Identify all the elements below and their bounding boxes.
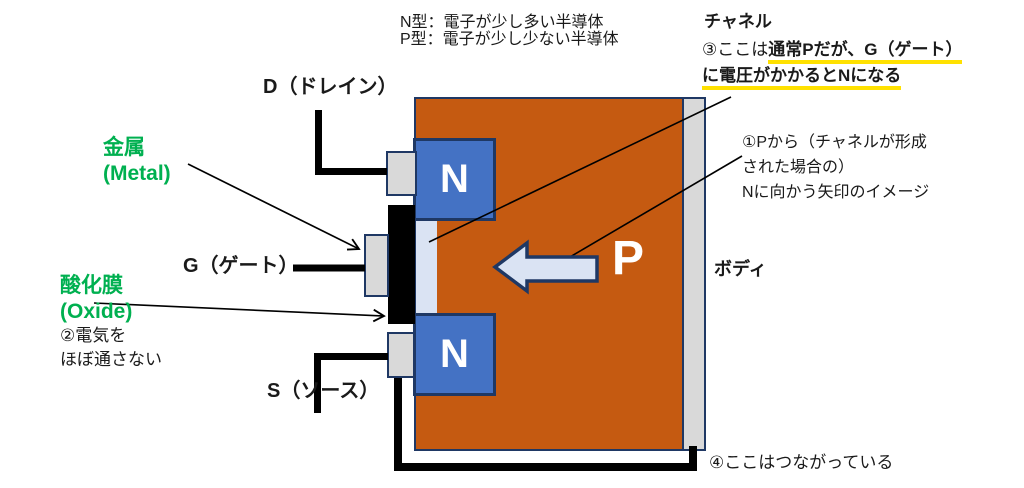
gate-terminal-label: G（ゲート） [183,255,299,277]
n-region-top: N [413,138,496,221]
body-electrode-strip [682,97,706,451]
legend-n-type: N型：電子が少し多い半導体 [400,14,604,31]
source-terminal-label: S（ソース） [267,380,380,402]
arrow-note-line3: Nに向かう矢印のイメージ [742,184,930,201]
metal-leader-arrow [187,163,361,251]
channel-note-prefix: ③ここは [702,40,769,59]
legend-p-type: P型：電子が少し少ない半導体 [400,31,619,48]
metal-label-en: (Metal) [103,162,171,185]
drain-wire [315,110,387,175]
p-region-label: P [612,232,645,285]
oxide-label-jp: 酸化膜 [60,274,123,297]
oxide-note-line2: ほぼ通さない [60,350,162,369]
channel-note-title: チャネル [704,12,772,31]
channel-note-line1: ③ここは通常Pだが、G（ゲート） [702,40,963,64]
body-label: ボディ [714,259,767,279]
arrow-note-line2: された場合の） [742,159,855,176]
n-region-top-label: N [440,157,469,201]
oxide-note-line1: ②電気を [60,326,127,345]
gate-metal-block [388,205,415,324]
arrow-note-line1: ①Pから（チャネルが形成 [742,134,927,151]
bottom-connection-note: ④ここはつながっている [709,453,894,472]
drain-terminal-label: D（ドレイン） [263,76,398,98]
gate-electrode [364,234,389,297]
n-region-bottom-label: N [440,332,469,376]
n-region-bottom: N [413,313,496,396]
metal-label-jp: 金属 [103,136,145,159]
oxide-leader-arrow [93,302,386,323]
channel-note-highlight2: に電圧がかかるとNになる [702,66,902,90]
channel-strip [416,220,437,315]
channel-note-highlight1: 通常Pだが、G（ゲート） [768,40,963,64]
source-electrode [387,332,415,378]
channel-note-line2: に電圧がかかるとNになる [702,66,902,90]
oxide-label-en: (Oxide) [60,300,133,323]
drain-electrode [386,151,417,196]
